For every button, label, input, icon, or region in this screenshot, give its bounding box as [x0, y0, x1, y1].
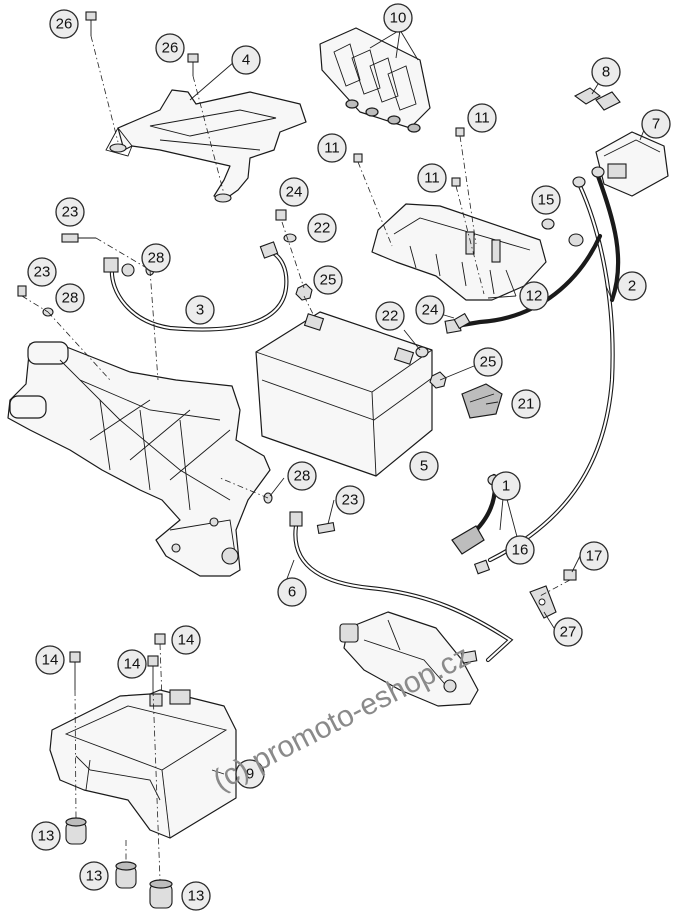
callout-label: 13: [38, 828, 55, 845]
callout-label: 12: [526, 288, 543, 305]
callout-24: 24: [279, 177, 309, 207]
part-starter-cable-6: [289, 511, 514, 664]
part-frame: [7, 341, 271, 577]
callout-25: 25: [473, 347, 503, 377]
callout-label: 11: [324, 140, 340, 157]
callout-21: 21: [511, 389, 541, 419]
callout-6: 6: [277, 577, 307, 607]
callout-label: 24: [422, 302, 439, 319]
callout-1: 1: [491, 471, 521, 501]
callout-label: 8: [602, 64, 610, 81]
callout-28: 28: [55, 283, 85, 313]
part-main-cable-2: [444, 166, 621, 563]
callout-28: 28: [141, 243, 171, 273]
callout-label: 22: [382, 308, 399, 325]
callout-label: 22: [314, 220, 331, 237]
part-battery-cable-3: [103, 241, 289, 332]
assembly-lines: [21, 35, 571, 881]
callout-label: 11: [424, 170, 440, 187]
callout-label: 24: [286, 184, 303, 201]
callout-label: 26: [162, 40, 179, 57]
callout-3: 3: [185, 295, 215, 325]
callout-label: 26: [56, 16, 73, 33]
callout-26: 26: [49, 9, 79, 39]
callout-label: 15: [538, 192, 555, 209]
callout-label: 4: [242, 52, 250, 69]
callout-label: 14: [124, 656, 141, 673]
callout-22: 22: [375, 301, 405, 331]
callout-17: 17: [579, 541, 609, 571]
callout-8: 8: [591, 57, 621, 87]
callout-label: 13: [86, 868, 103, 885]
callout-13: 13: [79, 861, 109, 891]
part-rubber-feet: [65, 817, 173, 909]
callout-label: 13: [188, 888, 205, 905]
callout-label: 25: [320, 272, 337, 289]
callout-label: 28: [62, 290, 79, 307]
callout-23: 23: [27, 257, 57, 287]
callout-23: 23: [55, 197, 85, 227]
part-battery-holder-plate: [105, 89, 307, 203]
callout-label: 17: [586, 548, 603, 565]
callout-4: 4: [231, 45, 261, 75]
callout-label: 27: [560, 624, 577, 641]
part-grommet: [541, 218, 584, 247]
callout-label: 11: [474, 110, 490, 127]
callout-label: 23: [34, 264, 51, 281]
part-battery-box: [49, 689, 237, 839]
part-bracket-27: [529, 585, 557, 619]
callout-label: 25: [480, 354, 497, 371]
callout-14: 14: [35, 645, 65, 675]
callout-label: 23: [342, 492, 359, 509]
part-starter-relay: [595, 131, 669, 197]
callout-label: 21: [518, 396, 535, 413]
callout-label: 28: [148, 250, 165, 267]
callout-label: 28: [294, 468, 311, 485]
callout-26: 26: [155, 33, 185, 63]
callout-24: 24: [415, 295, 445, 325]
callout-9: 9: [235, 759, 265, 789]
callout-2: 2: [617, 271, 647, 301]
callout-14: 14: [171, 625, 201, 655]
callout-7: 7: [641, 109, 671, 139]
part-fuse: [573, 87, 621, 111]
callout-label: 14: [42, 652, 59, 669]
callout-11: 11: [317, 133, 347, 163]
part-relay-block: [319, 27, 431, 133]
callout-14: 14: [117, 649, 147, 679]
callout-13: 13: [181, 881, 211, 911]
callout-label: 3: [196, 302, 204, 319]
callout-label: 14: [178, 632, 195, 649]
callout-15: 15: [531, 185, 561, 215]
callout-23: 23: [335, 485, 365, 515]
callout-10: 10: [383, 3, 413, 33]
callout-label: 2: [628, 278, 636, 295]
callout-label: 23: [62, 204, 79, 221]
part-starter-motor: [339, 611, 479, 707]
callout-16: 16: [505, 535, 535, 565]
callout-label: 1: [502, 478, 510, 495]
callout-label: 16: [512, 542, 529, 559]
callout-12: 12: [519, 281, 549, 311]
callout-label: 6: [288, 584, 296, 601]
callout-22: 22: [307, 213, 337, 243]
callout-5: 5: [409, 451, 439, 481]
part-fuse-box-bracket: [371, 203, 547, 301]
callout-13: 13: [31, 821, 61, 851]
callout-label: 9: [246, 766, 254, 783]
callout-11: 11: [467, 103, 497, 133]
callout-28: 28: [287, 461, 317, 491]
part-terminal-cover: [461, 383, 503, 419]
callout-27: 27: [553, 617, 583, 647]
leader-lines: [189, 29, 645, 775]
callout-label: 10: [390, 10, 407, 27]
callout-label: 7: [652, 116, 660, 133]
callout-label: 5: [420, 458, 428, 475]
part-battery: [255, 311, 433, 477]
callout-11: 11: [417, 163, 447, 193]
callout-25: 25: [313, 265, 343, 295]
